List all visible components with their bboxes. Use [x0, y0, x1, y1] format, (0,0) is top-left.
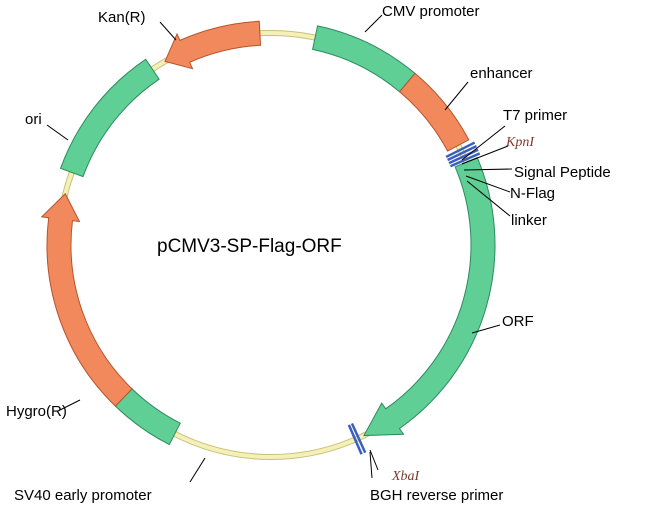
kan-label: Kan(R)	[98, 9, 146, 26]
t7-primer-label: T7 primer	[503, 107, 567, 124]
ori-label: ori	[25, 111, 42, 128]
plasmid-name: pCMV3-SP-Flag-ORF	[157, 236, 342, 257]
junction-mark-2	[447, 144, 477, 162]
hygro-arc	[40, 192, 133, 407]
junction-mark-4	[449, 152, 481, 168]
xbai-mark-2	[347, 424, 363, 455]
orf-arc	[363, 156, 496, 437]
cmv-promoter-arc	[311, 25, 416, 93]
sv40-arc	[114, 388, 181, 446]
n-flag-label: N-Flag	[510, 185, 555, 202]
kpni-label: KpnI	[505, 135, 535, 150]
enhancer-label: enhancer	[470, 65, 533, 82]
hygro-label: Hygro(R)	[6, 403, 67, 420]
ori-arc	[59, 58, 160, 178]
orf-label: ORF	[502, 313, 534, 330]
xbai-label: XbaI	[391, 469, 421, 484]
kan-arc	[164, 20, 262, 70]
bgh-label: BGH reverse primer	[370, 487, 503, 504]
junction-mark-1	[445, 141, 476, 159]
leader-lines	[46, 14, 513, 483]
xbai-mark-1	[350, 422, 367, 454]
signal-peptide-label: Signal Peptide	[514, 164, 611, 181]
cmv-promoter-label: CMV promoter	[382, 3, 480, 20]
linker-label: linker	[511, 212, 547, 229]
junction-mark-3	[448, 148, 479, 165]
enhancer-arc	[398, 72, 470, 152]
sv40-label: SV40 early promoter	[14, 487, 152, 504]
